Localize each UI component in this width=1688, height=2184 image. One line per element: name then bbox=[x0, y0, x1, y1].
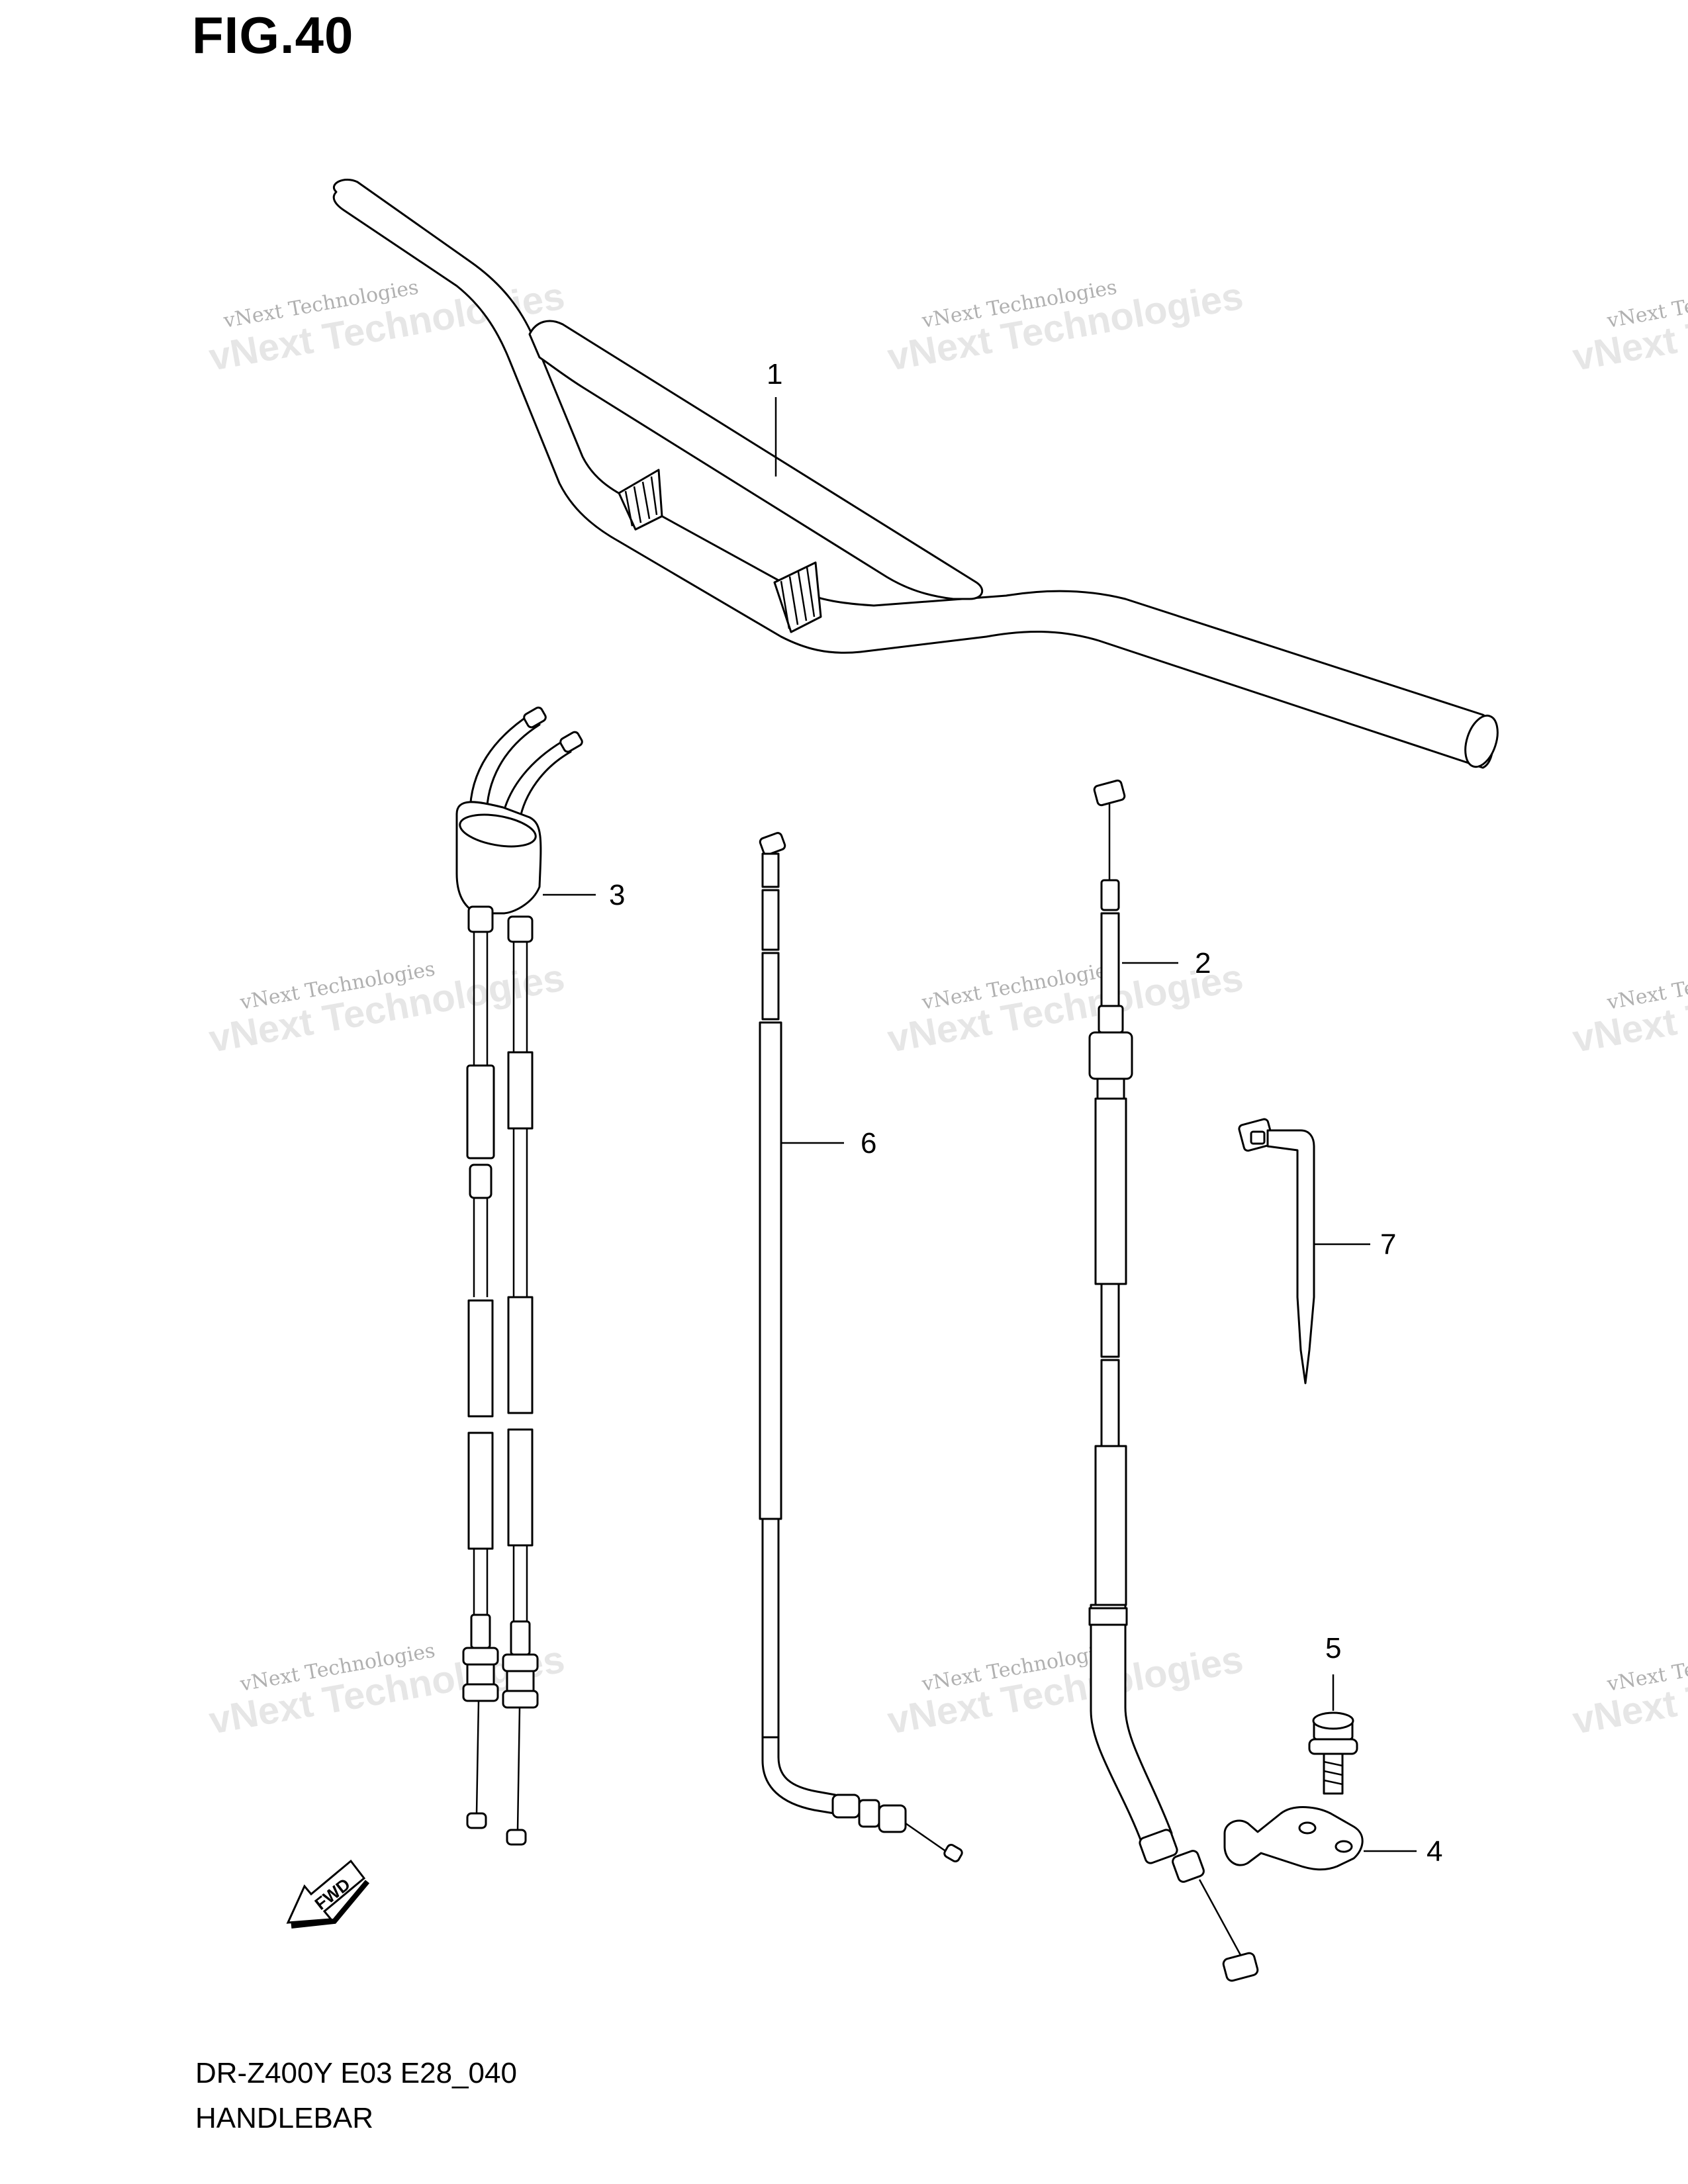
callout-2: 2 bbox=[1122, 947, 1211, 979]
clamp-part-7 bbox=[1238, 1118, 1315, 1385]
figure-title: FIG.40 bbox=[192, 6, 354, 64]
callout-3: 3 bbox=[543, 879, 625, 911]
knurl-band-right bbox=[773, 561, 822, 633]
section-name: HANDLEBAR bbox=[195, 2102, 373, 2134]
bracket-part-4 bbox=[1223, 1806, 1364, 1871]
svg-text:6: 6 bbox=[861, 1127, 876, 1160]
callout-7: 7 bbox=[1314, 1228, 1396, 1261]
fwd-arrow-icon: FWD bbox=[286, 1859, 370, 1929]
svg-text:3: 3 bbox=[609, 879, 625, 911]
watermark-top-center: vNext Technologies vNext Technologies bbox=[884, 274, 1246, 379]
svg-text:2: 2 bbox=[1195, 947, 1211, 979]
bolt-part-5 bbox=[1308, 1711, 1358, 1795]
watermark-bottom-right: vNext Technologies vNext Technologies bbox=[1570, 1637, 1688, 1742]
model-code: DR-Z400Y E03 E28_040 bbox=[195, 2057, 517, 2089]
cable-part-2 bbox=[1088, 779, 1259, 1982]
callout-6: 6 bbox=[781, 1127, 876, 1160]
callout-4: 4 bbox=[1364, 1835, 1442, 1868]
watermark-middle-right: vNext Technologies vNext Technologies bbox=[1570, 956, 1688, 1060]
throttle-cable-part-3 bbox=[455, 706, 583, 1846]
watermark-top-right: vNext Technologies vNext Technologies bbox=[1570, 274, 1688, 379]
knurl-band-left bbox=[618, 469, 663, 531]
cable-part-6 bbox=[759, 832, 963, 1862]
handlebar-part-1 bbox=[332, 178, 1499, 769]
watermark-middle-center: vNext Technologies vNext Technologies bbox=[884, 956, 1246, 1060]
callout-5: 5 bbox=[1325, 1632, 1341, 1711]
svg-text:7: 7 bbox=[1380, 1228, 1396, 1261]
svg-text:4: 4 bbox=[1427, 1835, 1442, 1868]
svg-text:1: 1 bbox=[767, 358, 782, 390]
svg-text:5: 5 bbox=[1325, 1632, 1341, 1664]
watermark-bottom-center: vNext Technologies vNext Technologies bbox=[884, 1637, 1246, 1742]
callout-1: 1 bbox=[767, 358, 782, 477]
